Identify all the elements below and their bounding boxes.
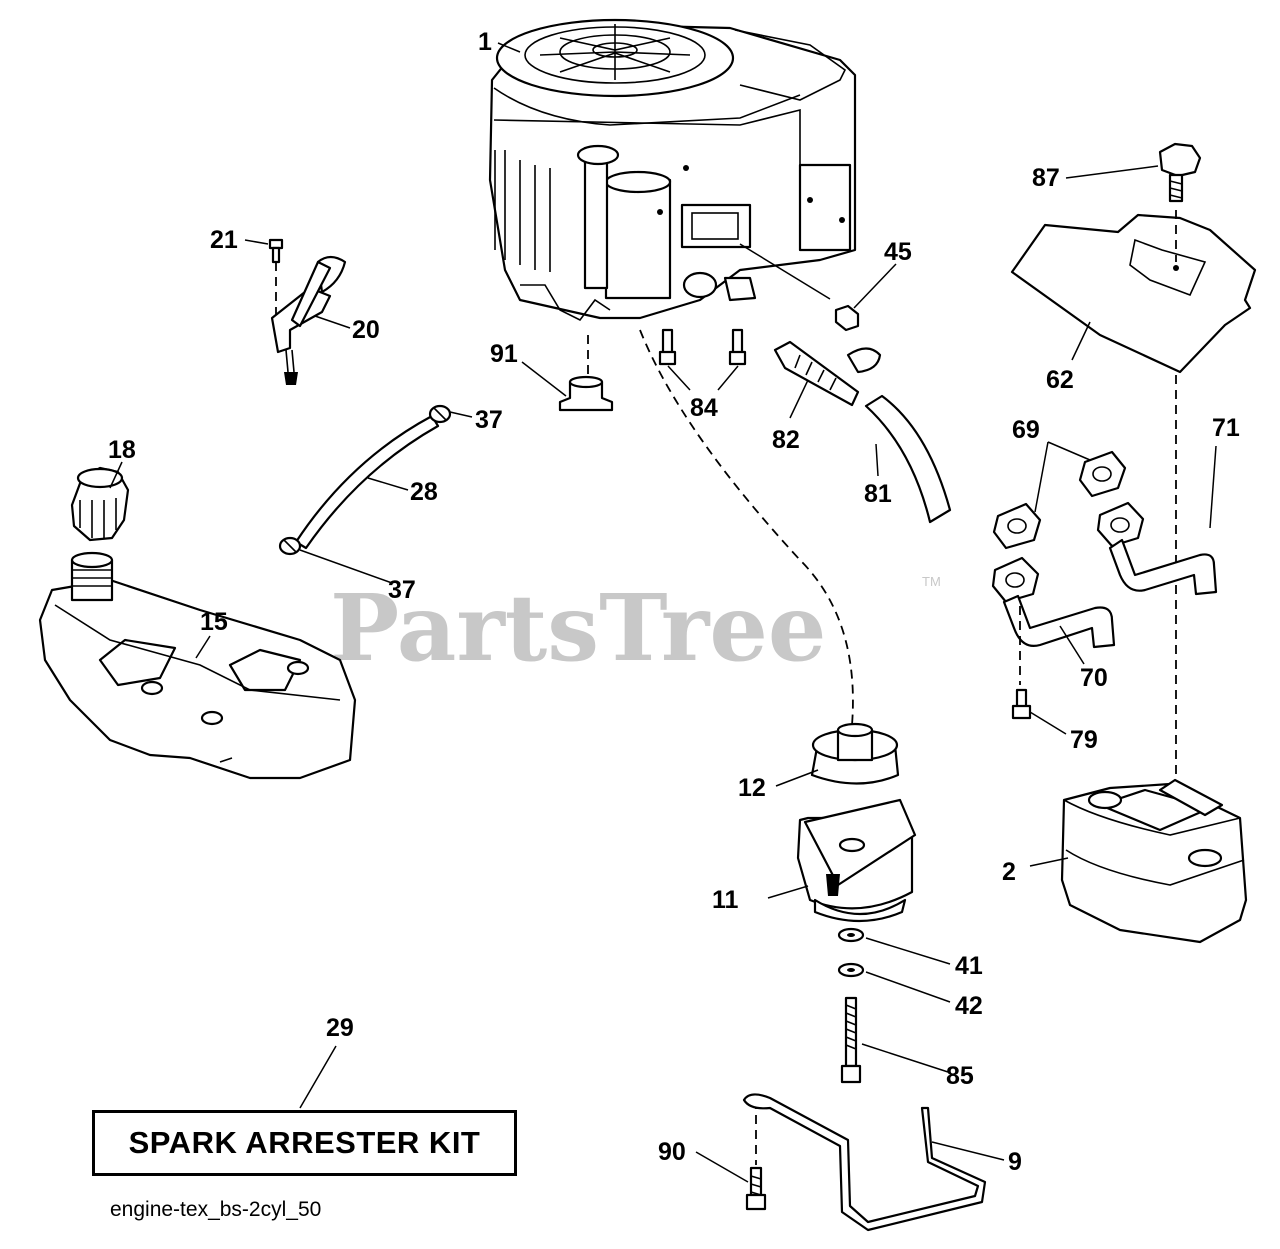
callout-87: 87 xyxy=(1032,164,1060,192)
callout-42: 42 xyxy=(955,992,983,1020)
callout-81: 81 xyxy=(864,480,892,508)
callout-20: 20 xyxy=(352,316,380,344)
callout-21: 21 xyxy=(210,226,238,254)
parts-tree-watermark: PartsTree xyxy=(330,574,826,682)
diagram-id-caption: engine-tex_bs-2cyl_50 xyxy=(110,1198,322,1221)
callout-62: 62 xyxy=(1046,366,1074,394)
callout-91: 91 xyxy=(490,340,518,368)
callout-11: 11 xyxy=(712,886,739,914)
fuel-hose-part-81[interactable] xyxy=(864,394,952,524)
callout-9: 9 xyxy=(1008,1148,1022,1176)
bolt-part-90[interactable] xyxy=(745,1166,767,1211)
callout-69: 69 xyxy=(1012,416,1040,444)
callout-1: 1 xyxy=(478,28,492,56)
bolt-part-85[interactable] xyxy=(840,996,862,1084)
bolt-part-21[interactable] xyxy=(268,238,284,264)
callout-15: 15 xyxy=(200,608,228,636)
callout-82: 82 xyxy=(772,426,800,454)
throttle-control-part-20[interactable] xyxy=(270,255,347,385)
fuel-filter-part-82[interactable] xyxy=(773,340,882,407)
exhaust-pipe-part-70[interactable] xyxy=(991,556,1116,649)
callout-12: 12 xyxy=(738,774,766,802)
gasket-part-69[interactable] xyxy=(992,450,1127,550)
callout-41: 41 xyxy=(955,952,983,980)
callout-85: 85 xyxy=(946,1062,974,1090)
clamp-part-37-lower[interactable] xyxy=(278,536,302,556)
callout-2: 2 xyxy=(1002,858,1016,886)
callout-71: 71 xyxy=(1212,414,1240,442)
nut-part-45[interactable] xyxy=(834,304,860,332)
callout-79: 79 xyxy=(1070,726,1098,754)
callout-28: 28 xyxy=(410,478,438,506)
callout-37-lower: 37 xyxy=(388,576,416,604)
trademark-mark: TM xyxy=(922,574,941,589)
callout-90: 90 xyxy=(658,1138,686,1166)
fuel-cap-part-18[interactable] xyxy=(70,466,130,542)
heat-shield-part-62[interactable] xyxy=(1010,213,1257,374)
callout-84: 84 xyxy=(690,394,718,422)
washer-part-42[interactable] xyxy=(837,962,865,978)
pulley-part-12[interactable] xyxy=(810,722,900,785)
spark-arrester-kit-box[interactable]: SPARK ARRESTER KIT xyxy=(92,1110,517,1176)
engine-part-1[interactable] xyxy=(488,18,857,322)
clamp-part-37-upper[interactable] xyxy=(428,404,452,424)
knob-part-87[interactable] xyxy=(1158,142,1202,203)
callout-18: 18 xyxy=(108,436,136,464)
fuel-line-part-28[interactable] xyxy=(294,414,440,550)
leader-lines xyxy=(109,42,1217,1183)
callout-labels: 1 21 20 91 45 84 82 81 37 28 18 37 15 87… xyxy=(108,28,1240,1176)
spark-arrester-kit-label: SPARK ARRESTER KIT xyxy=(128,1125,481,1160)
spacer-part-91[interactable] xyxy=(558,375,614,412)
callout-45: 45 xyxy=(884,238,912,266)
fuel-tank-part-15[interactable] xyxy=(38,551,357,780)
callout-37-upper: 37 xyxy=(475,406,503,434)
bolt-part-79[interactable] xyxy=(1011,688,1032,720)
bolts-part-84[interactable] xyxy=(658,328,747,366)
callout-70: 70 xyxy=(1080,664,1108,692)
washer-part-41[interactable] xyxy=(837,927,865,943)
muffler-part-2[interactable] xyxy=(1060,778,1248,944)
rod-part-9[interactable] xyxy=(742,1093,987,1232)
callout-29: 29 xyxy=(326,1014,354,1042)
exhaust-pipe-part-71[interactable] xyxy=(1096,501,1218,596)
electric-clutch-part-11[interactable] xyxy=(796,798,917,923)
